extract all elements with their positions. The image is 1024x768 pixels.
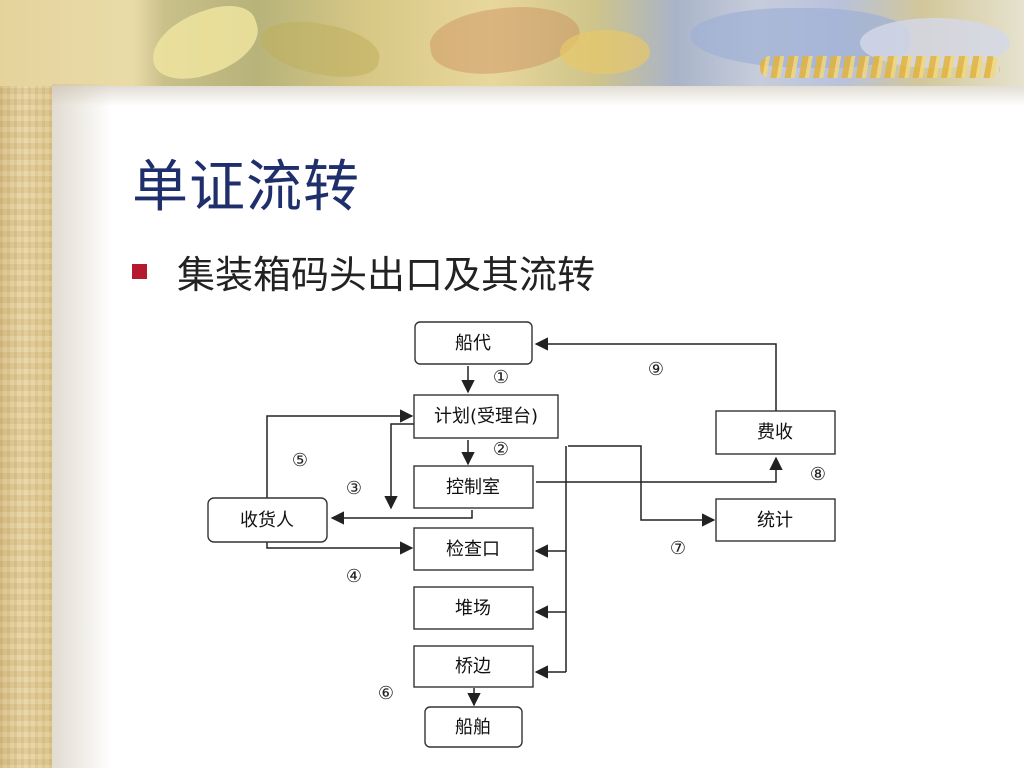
node-label: 统计 (757, 510, 793, 531)
step-label-2: ② (493, 439, 509, 460)
slide-title: 单证流转 (132, 155, 360, 220)
step-label-6: ⑥ (378, 683, 394, 704)
node-billing: 费收 (715, 410, 836, 455)
edge-consignee-to-plan (266, 409, 414, 498)
node-label: 费收 (757, 422, 793, 443)
decorative-parchment-strip (0, 0, 52, 768)
node-gate: 检查口 (413, 527, 534, 571)
node-label: 桥边 (455, 656, 491, 677)
node-label: 船舶 (455, 717, 491, 738)
decorative-header-band (0, 0, 1024, 90)
step-label-4: ④ (346, 566, 362, 587)
edge-control-to-consignee (330, 510, 473, 525)
node-label: 计划(受理台) (434, 406, 538, 427)
node-label: 堆场 (455, 598, 491, 619)
step-label-5: ⑤ (292, 450, 308, 471)
node-yard: 堆场 (413, 586, 534, 630)
bullet-text: 集装箱码头出口及其流转 (177, 253, 596, 297)
edge-control-to-billing (536, 456, 783, 483)
edge-billing-to-ship-agent (534, 337, 777, 411)
node-plan: 计划(受理台) (413, 394, 559, 439)
bullet-item: 集装箱码头出口及其流转 (132, 244, 595, 299)
leaf-decoration (560, 30, 650, 74)
edge-control-to-statistics (568, 445, 716, 527)
step-label-3: ③ (346, 478, 362, 499)
square-bullet-icon (132, 264, 147, 279)
diagram-edges (266, 337, 783, 707)
node-vessel: 船舶 (424, 706, 523, 748)
node-label: 船代 (455, 333, 491, 354)
header-shadow (52, 86, 1024, 106)
edge-consignee-to-gate (266, 541, 414, 555)
wheat-decoration (760, 56, 1000, 78)
node-label: 收货人 (240, 510, 294, 531)
step-label-8: ⑧ (810, 464, 826, 485)
step-label-1: ① (493, 367, 509, 388)
node-consignee: 收货人 (207, 497, 328, 543)
node-ship-agent: 船代 (414, 321, 533, 365)
node-statistics: 统计 (715, 498, 836, 542)
step-label-7: ⑦ (670, 538, 686, 559)
node-control-room: 控制室 (413, 465, 534, 509)
node-quayside: 桥边 (413, 645, 534, 688)
edge-plan-down-to-gate-side (384, 423, 414, 510)
strip-shadow (52, 84, 112, 768)
step-labels: ① ② ③ ④ ⑤ ⑥ ⑦ ⑧ ⑨ (292, 359, 826, 704)
node-label: 控制室 (446, 477, 500, 498)
node-label: 检查口 (446, 539, 500, 560)
step-label-9: ⑨ (648, 359, 664, 380)
